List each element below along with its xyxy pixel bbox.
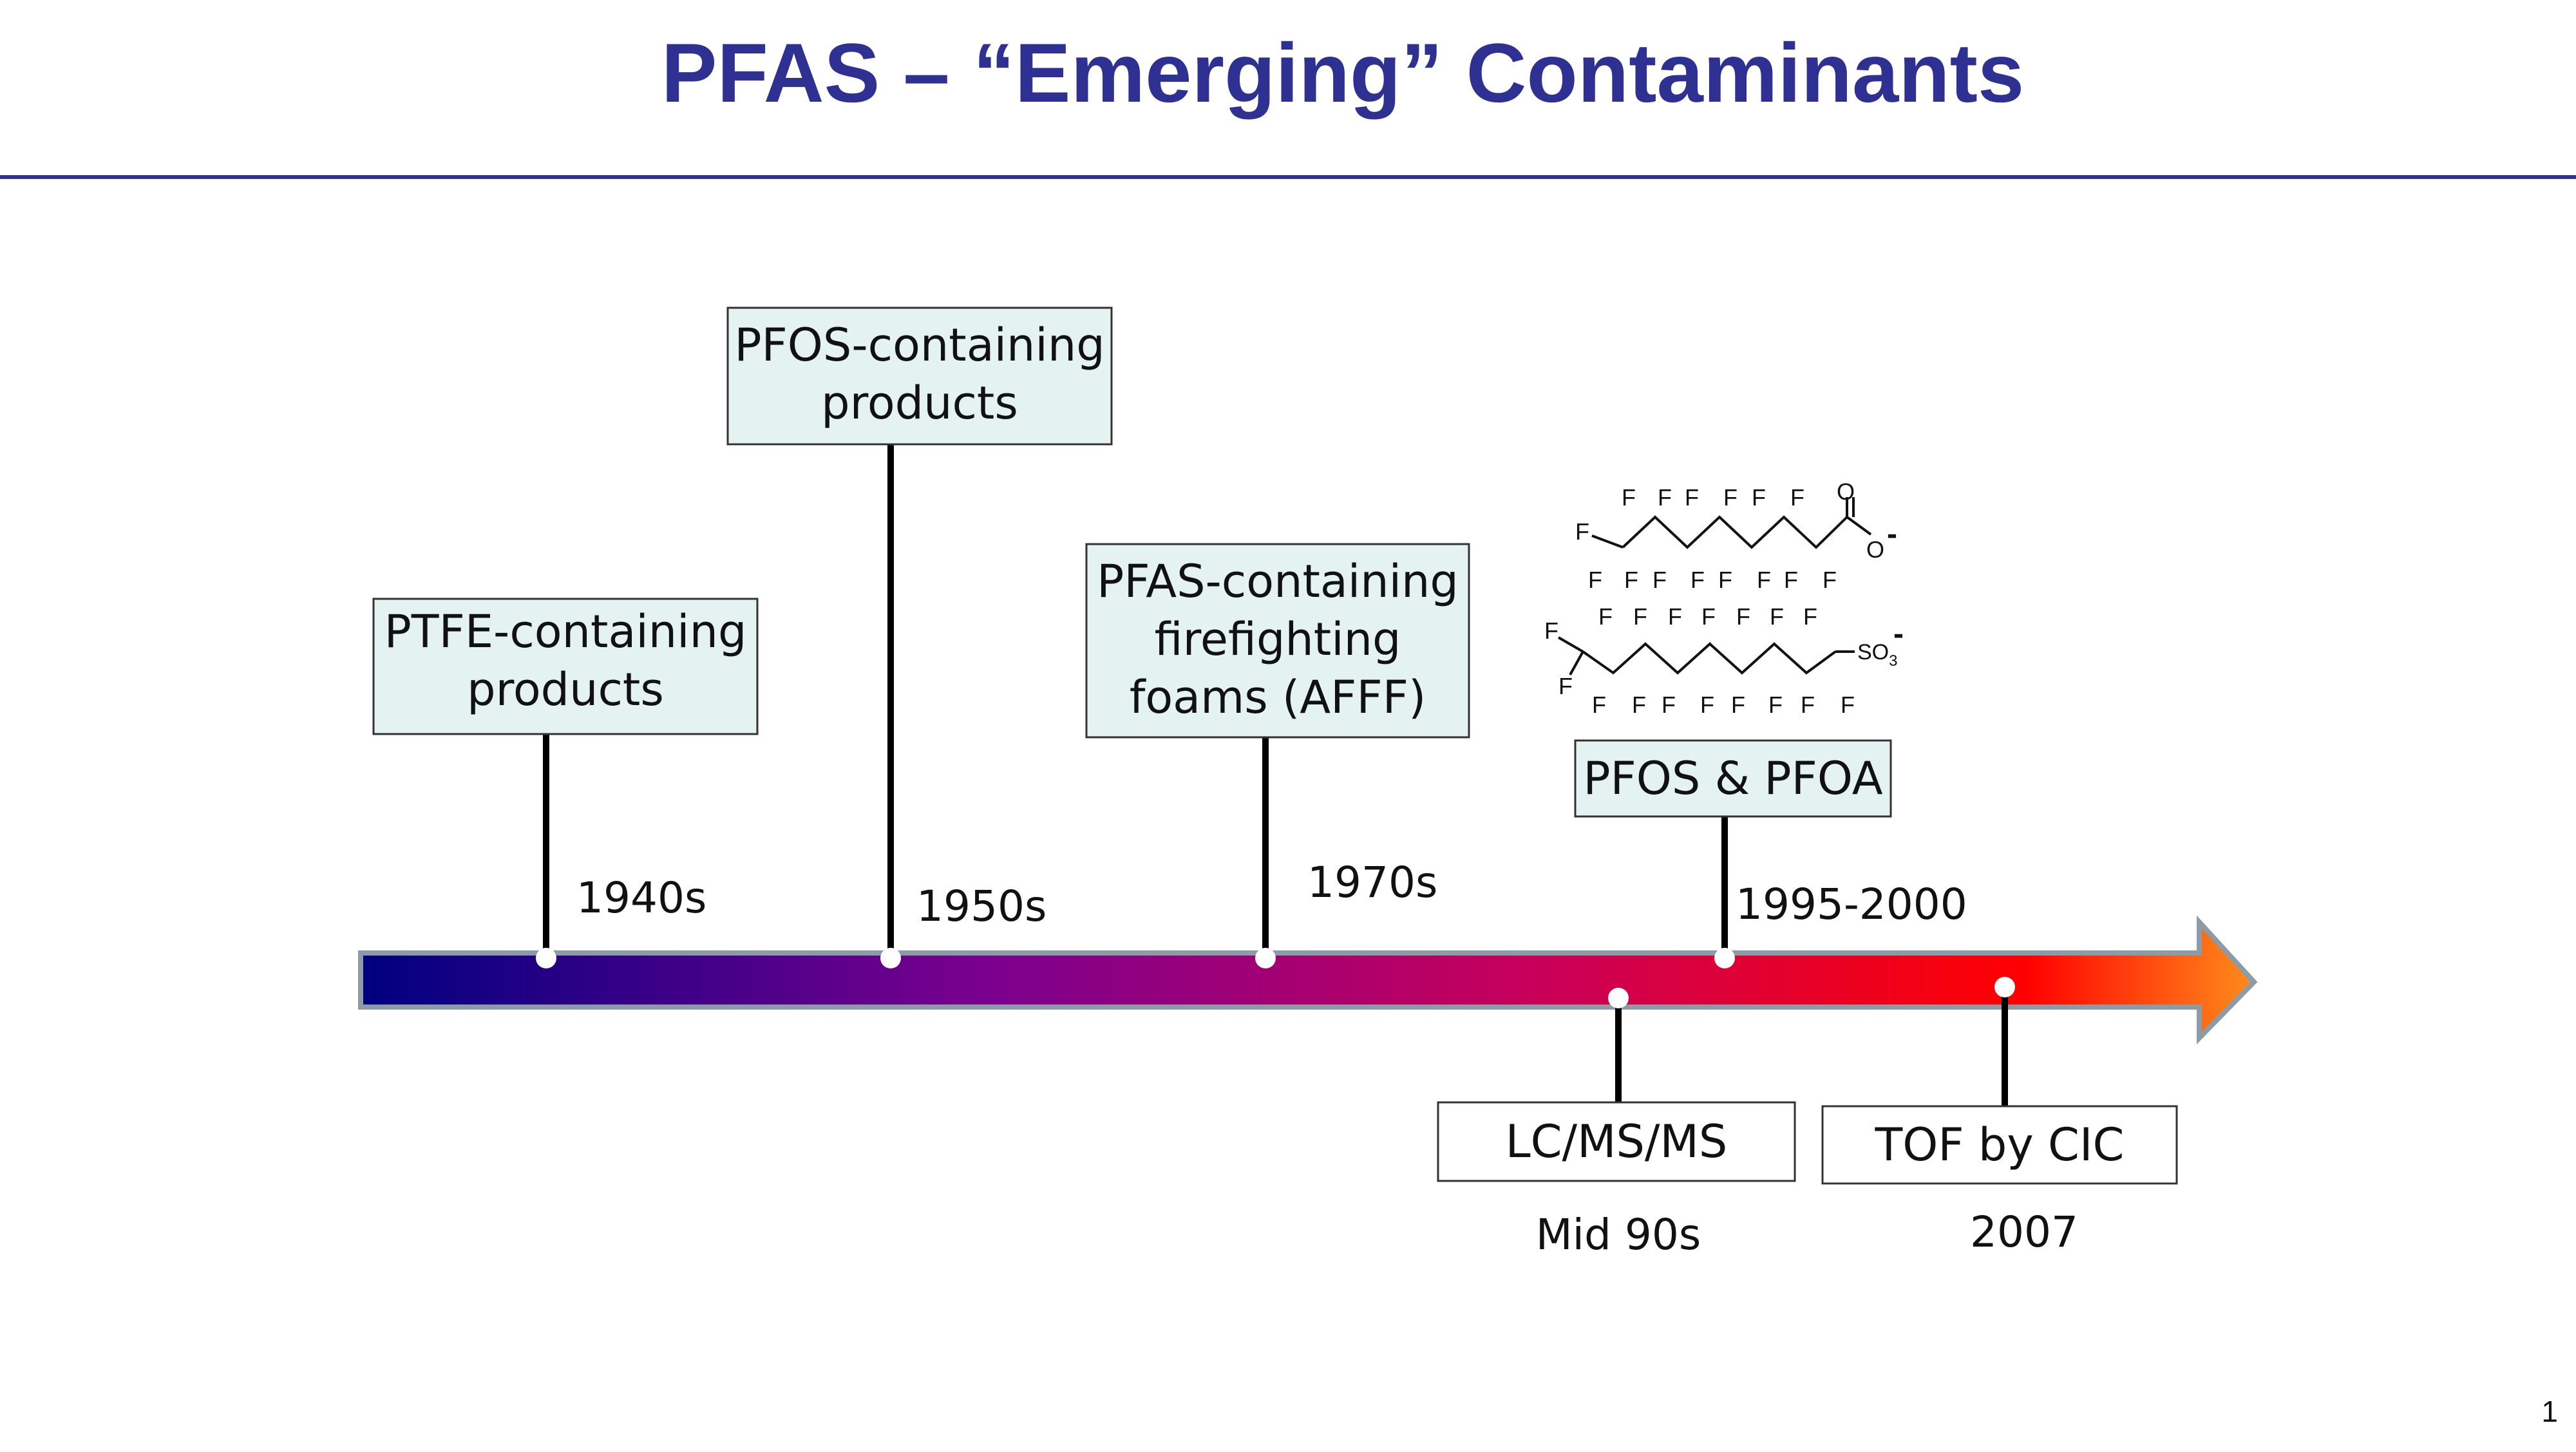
- pfos-fluorine-11: F: [1632, 692, 1646, 718]
- event-box-pfos-pfoa-line-1: PFOS & PFOA: [1583, 752, 1882, 805]
- pfoa-structure: [1591, 497, 1872, 549]
- date-2007: 2007: [1970, 1207, 2078, 1257]
- pfoa-oxygen-single: O: [1866, 536, 1884, 563]
- event-box-pfos-pfoa: PFOS & PFOA: [1574, 739, 1892, 818]
- event-box-ptfe-line-1: PTFE-containing: [384, 605, 747, 658]
- pfoa-fluorine-5: F: [1752, 484, 1766, 511]
- marker-2007: [1994, 977, 2015, 997]
- pfos-fluorine-15: F: [1768, 692, 1783, 718]
- pfoa-fluorine-13: F: [1757, 567, 1771, 593]
- marker-1950s: [880, 948, 901, 968]
- pfos-fluorine-12: F: [1662, 692, 1676, 718]
- event-box-pfos: PFOS-containing products: [726, 306, 1113, 446]
- page-title: PFAS – “Emerging” Contaminants: [661, 26, 2024, 120]
- date-1940s: 1940s: [576, 873, 706, 923]
- pfoa-fluorine-8: F: [1588, 567, 1602, 593]
- pfos-bond-f-top: [1557, 636, 1584, 653]
- pfos-fluorine-13: F: [1700, 692, 1714, 718]
- event-box-ptfe: PTFE-containing products: [372, 598, 759, 735]
- pfoa-fluorine-11: F: [1690, 567, 1705, 593]
- timeline-arrow: [358, 915, 2258, 1044]
- pfos-fluorine-7: F: [1803, 603, 1817, 630]
- event-box-ptfe-line-2: products: [467, 663, 664, 716]
- event-box-pfos-line-1: PFOS-containing: [734, 319, 1104, 372]
- date-mid-90s: Mid 90s: [1536, 1210, 1701, 1259]
- pfos-fluorine-10: F: [1592, 692, 1606, 718]
- pfoa-fluorine-12: F: [1718, 567, 1732, 593]
- event-box-afff-line-1: PFAS-containing: [1097, 555, 1459, 608]
- pfos-fluorine-9: F: [1558, 673, 1573, 699]
- event-box-lcmsms-line-1: LC/MS/MS: [1506, 1115, 1728, 1168]
- pfos-structure: [1557, 636, 1855, 675]
- pfoa-fluorine-3: F: [1685, 484, 1699, 511]
- pfos-fluorine-8: F: [1544, 618, 1558, 644]
- pfoa-fluorine-15: F: [1823, 567, 1837, 593]
- pfos-fluorine-17: F: [1841, 692, 1855, 718]
- event-box-lcmsms: LC/MS/MS: [1437, 1101, 1796, 1182]
- pfoa-chain: [1622, 515, 1848, 549]
- pfos-charge: -: [1893, 617, 1904, 651]
- pfoa-fluorine-4: F: [1723, 484, 1738, 511]
- date-1970s: 1970s: [1307, 858, 1437, 907]
- pfoa-fluorine-1: F: [1622, 484, 1636, 511]
- pfos-chain: [1582, 642, 1837, 675]
- marker-1940s: [536, 948, 556, 968]
- pfoa-fluorine-9: F: [1624, 567, 1638, 593]
- pfoa-fluorine-10: F: [1653, 567, 1667, 593]
- pfos-bond-f-bottom: [1569, 651, 1584, 675]
- pfoa-bond-o-minus: [1846, 516, 1872, 536]
- pfos-fluorine-16: F: [1801, 692, 1815, 718]
- marker-mid-90s: [1608, 988, 1629, 1008]
- pfoa-oxygen-double: O: [1837, 478, 1855, 505]
- pfoa-charge: -: [1887, 517, 1897, 551]
- pfoa-fluorine-14: F: [1784, 567, 1798, 593]
- marker-1970s: [1255, 948, 1276, 968]
- event-box-afff: PFAS-containing firefighting foams (AFFF…: [1085, 543, 1470, 739]
- pfos-fluorine-14: F: [1731, 692, 1745, 718]
- pfos-fluorine-3: F: [1668, 603, 1682, 630]
- pfoa-fluorine-6: F: [1790, 484, 1804, 511]
- pfoa-bond-f-left: [1591, 534, 1624, 549]
- page-number: 1: [2541, 1395, 2558, 1428]
- pfos-fluorine-2: F: [1633, 603, 1647, 630]
- pfos-sulfonate-group: SO3: [1857, 640, 1897, 670]
- pfoa-fluorine-7: F: [1575, 518, 1589, 545]
- pfos-sulfonate-subscript: 3: [1889, 652, 1897, 670]
- event-box-afff-line-3: foams (AFFF): [1130, 671, 1426, 724]
- marker-1995-2000: [1714, 948, 1735, 968]
- pfos-fluorine-4: F: [1701, 603, 1716, 630]
- event-box-afff-line-2: firefighting: [1155, 613, 1401, 666]
- event-box-tof-cic: TOF by CIC: [1821, 1105, 2178, 1185]
- event-box-tof-cic-line-1: TOF by CIC: [1875, 1118, 2125, 1171]
- pfoa-fluorine-2: F: [1658, 484, 1672, 511]
- event-box-pfos-line-2: products: [821, 377, 1018, 429]
- date-1950s: 1950s: [916, 882, 1046, 931]
- pfos-fluorine-1: F: [1598, 603, 1613, 630]
- date-1995-2000: 1995-2000: [1736, 880, 1967, 929]
- pfos-fluorine-6: F: [1770, 603, 1784, 630]
- pfos-fluorine-5: F: [1736, 603, 1750, 630]
